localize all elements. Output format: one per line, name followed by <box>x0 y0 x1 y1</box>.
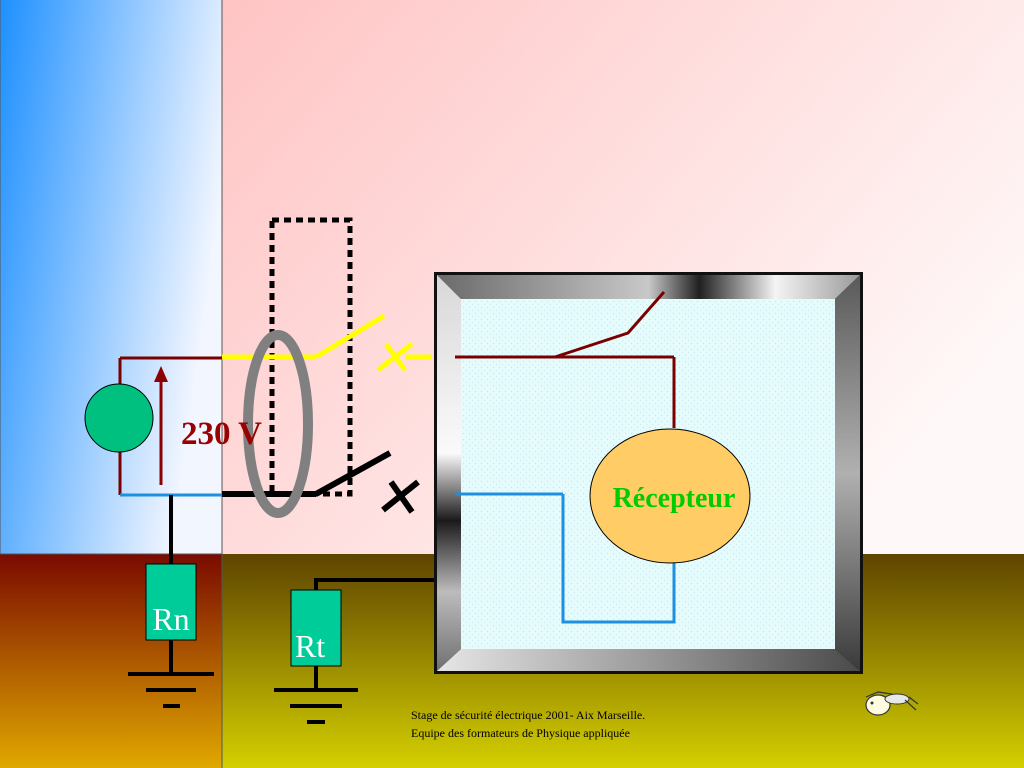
voltage-label: 230 V <box>181 416 262 452</box>
rn-label: Rn <box>152 601 189 637</box>
bee-icon <box>865 691 919 716</box>
footer-credits: Stage de sécurité électrique 2001- Aix M… <box>411 706 731 742</box>
voltage-source <box>84 383 154 453</box>
receiver-label: Récepteur <box>613 483 736 514</box>
voltage-arrow <box>154 366 168 485</box>
footer-line-2: Equipe des formateurs de Physique appliq… <box>411 726 630 740</box>
receiver <box>589 428 751 564</box>
footer-line-1: Stage de sécurité électrique 2001- Aix M… <box>411 708 646 722</box>
neutral-switch-blade <box>314 450 392 497</box>
neutral-earthing: Rn <box>128 495 214 708</box>
neutral-contact-cross <box>381 479 420 514</box>
background-network-zone <box>0 0 222 554</box>
phase-contact-cross <box>376 342 432 372</box>
differential-toroid <box>243 330 313 518</box>
rt-resistor <box>290 589 342 667</box>
phase-switch-blade <box>314 313 386 360</box>
insulation-fault-wire <box>554 291 666 359</box>
rn-resistor <box>145 563 197 641</box>
rt-label: Rt <box>295 628 325 664</box>
protective-earthing: Rt <box>274 578 434 724</box>
